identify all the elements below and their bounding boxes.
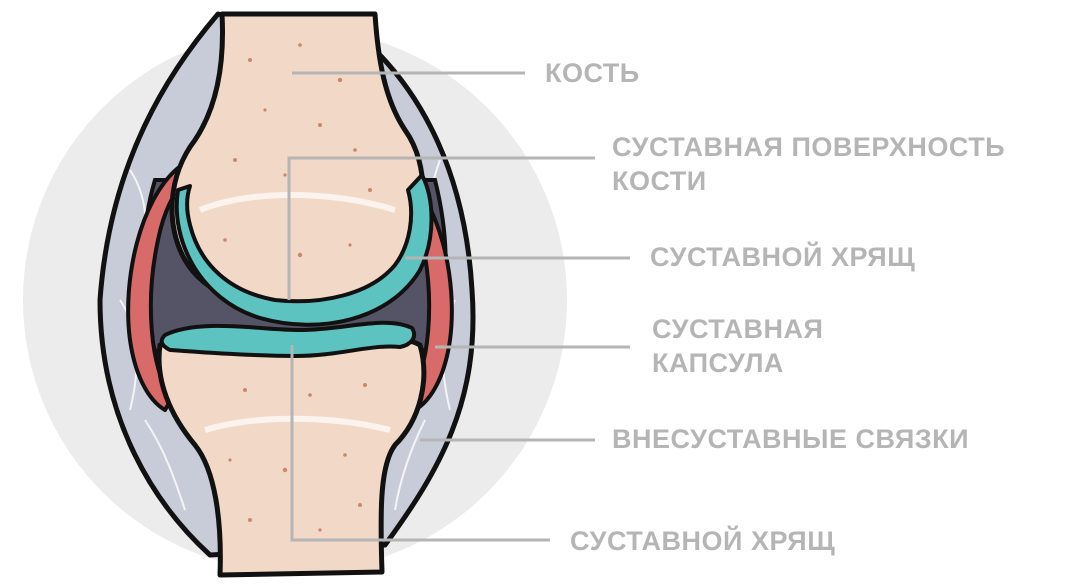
label-cartilage-upper: СУСТАВНОЙ ХРЯЩ bbox=[650, 240, 915, 274]
label-capsule: СУСТАВНАЯ КАПСУЛА bbox=[652, 312, 823, 380]
label-bone: КОСТЬ bbox=[545, 56, 640, 90]
label-cartilage-lower: СУСТАВНОЙ ХРЯЩ bbox=[570, 524, 835, 558]
label-articular-surface: СУСТАВНАЯ ПОВЕРХНОСТЬ КОСТИ bbox=[612, 130, 1005, 198]
label-ligaments: ВНЕСУСТАВНЫЕ СВЯЗКИ bbox=[612, 422, 969, 456]
